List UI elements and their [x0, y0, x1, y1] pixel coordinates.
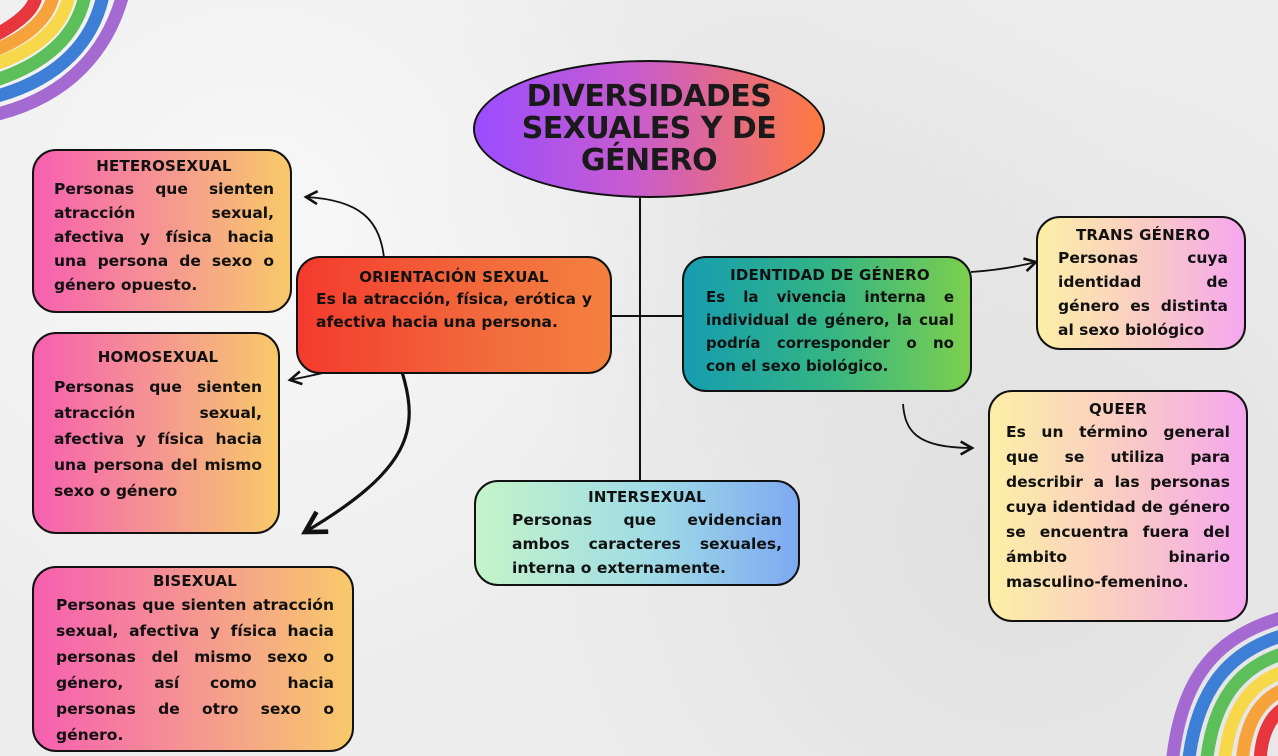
heterosexual-box: HETEROSEXUAL Personas que sienten atracc… [32, 149, 292, 313]
central-title-ellipse: DIVERSIDADES SEXUALES Y DE GÉNERO [473, 60, 825, 198]
homosexual-box: HOMOSEXUAL Personas que sienten atracció… [32, 332, 280, 534]
arrow-queer [902, 403, 975, 456]
intersexual-text: Personas que evidencian ambos caracteres… [512, 511, 782, 577]
queer-heading: QUEER [1089, 400, 1147, 418]
queer-box: QUEER Es un término general que se utili… [988, 390, 1248, 622]
bisexual-text: Personas que sienten atracción sexual, a… [56, 596, 334, 744]
transgenero-box: TRANS GÉNERO Personas cuya identidad de … [1036, 216, 1246, 350]
orientacion-sexual-text: Es la atracción, física, erótica y afect… [316, 290, 592, 331]
heterosexual-heading: HETEROSEXUAL [96, 157, 232, 175]
intersexual-heading: INTERSEXUAL [588, 488, 706, 506]
identidad-genero-heading: IDENTIDAD DE GÉNERO [730, 266, 930, 284]
bisexual-heading: BISEXUAL [152, 572, 238, 590]
bisexual-box: BISEXUAL Personas que sienten atracción … [32, 566, 354, 752]
homosexual-heading: HOMOSEXUAL [97, 348, 219, 366]
rainbow-corner-bottom-right [1166, 612, 1278, 756]
intersexual-box: INTERSEXUAL Personas que evidencian ambo… [474, 480, 800, 586]
transgenero-heading: TRANS GÉNERO [1075, 226, 1211, 244]
heterosexual-text: Personas que sienten atracción sexual, a… [54, 180, 274, 294]
queer-text: Es un término general que se utiliza par… [1006, 423, 1230, 591]
orientacion-sexual-box: ORIENTACIÓN SEXUAL Es la atracción, físi… [296, 256, 612, 374]
arrow-transgenero [970, 257, 1039, 273]
rainbow-corner-top-left [0, 0, 128, 121]
arrow-heterosexual [303, 190, 385, 259]
central-title: DIVERSIDADES SEXUALES Y DE GÉNERO [521, 79, 777, 178]
transgenero-text: Personas cuya identidad de género es dis… [1058, 249, 1228, 339]
identidad-genero-box: IDENTIDAD DE GÉNERO Es la vivencia inter… [682, 256, 972, 392]
identidad-genero-text: Es la vivencia interna e individual de g… [706, 288, 954, 375]
arrow-bisexual [301, 371, 411, 535]
homosexual-text: Personas que sienten atracción sexual, a… [54, 378, 262, 500]
orientacion-sexual-heading: ORIENTACIÓN SEXUAL [359, 268, 549, 286]
